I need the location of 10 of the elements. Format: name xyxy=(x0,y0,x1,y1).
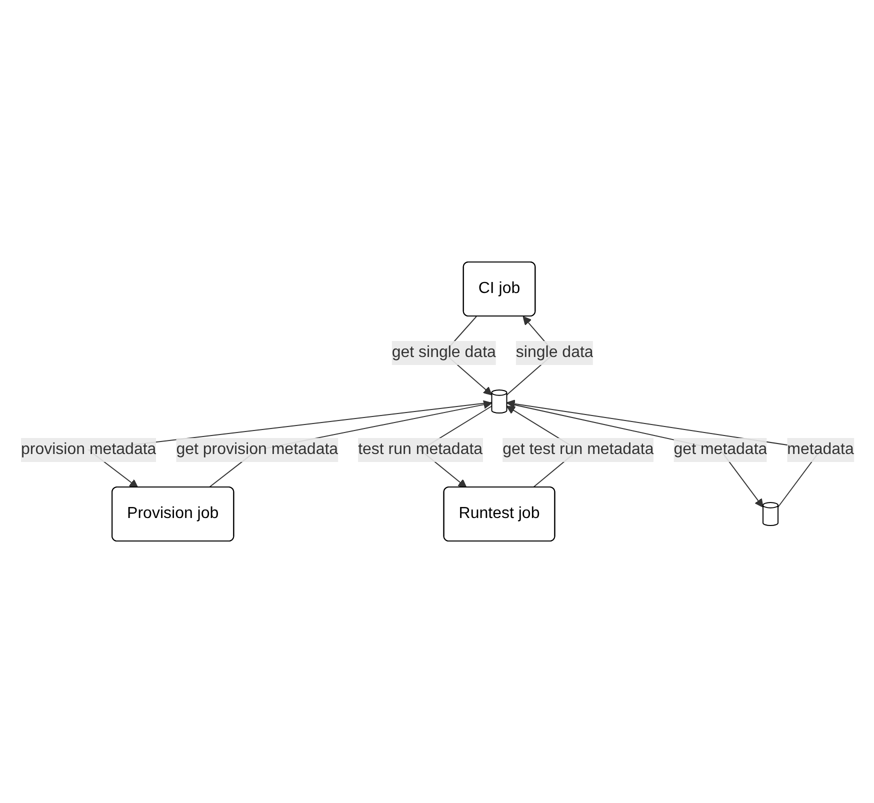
node-cylinder xyxy=(762,502,778,526)
edge-label: get test run metadata xyxy=(502,441,654,458)
edge-label: get provision metadata xyxy=(176,441,338,458)
node-cylinder xyxy=(490,390,507,414)
edge-label: single data xyxy=(515,344,593,361)
edge-label: get metadata xyxy=(673,441,767,458)
edge-label: get single data xyxy=(391,344,496,361)
edge-label: provision metadata xyxy=(20,441,156,458)
edge-label: metadata xyxy=(786,441,854,458)
edge-label: test run metadata xyxy=(358,441,482,458)
